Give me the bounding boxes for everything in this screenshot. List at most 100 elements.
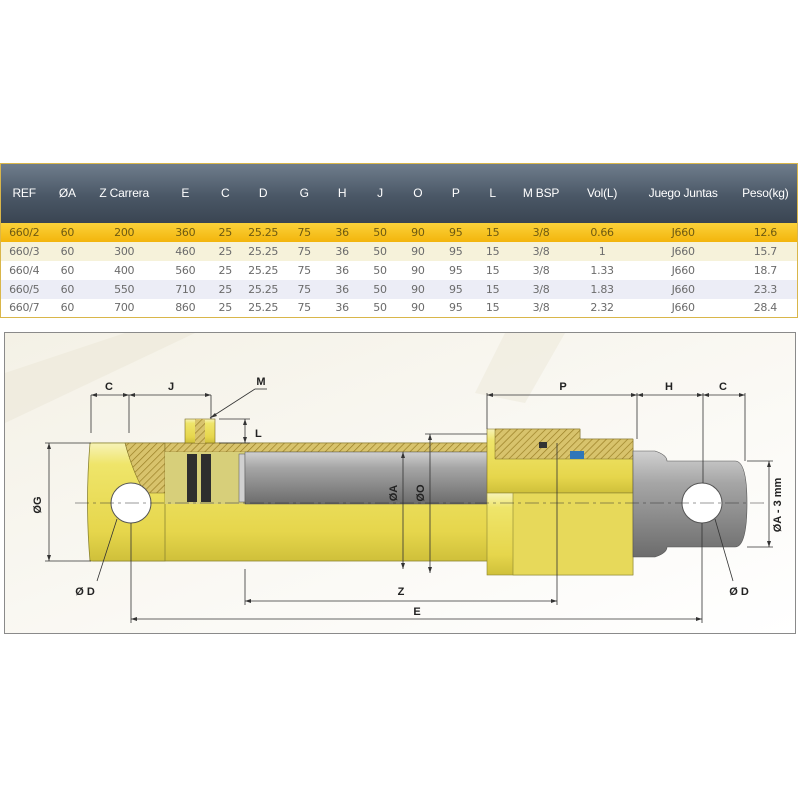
table-cell: 50 <box>373 282 387 296</box>
table-cell: 75 <box>297 244 311 258</box>
column-header: Z Carrera <box>99 186 149 201</box>
gland-shoulder <box>512 492 634 576</box>
table-cell: 15 <box>485 301 500 315</box>
table-cell: 18.7 <box>753 263 778 277</box>
table-cell: 60 <box>60 263 75 277</box>
label-z: Z <box>398 586 405 598</box>
table-cell: 60 <box>60 225 75 239</box>
label-h: H <box>665 381 673 393</box>
column-header: Vol(L) <box>587 186 618 201</box>
table-cell: 36 <box>335 301 349 315</box>
table-cell: 50 <box>373 244 387 258</box>
table-cell: 60 <box>60 301 75 315</box>
table-cell: 23.3 <box>753 282 778 296</box>
table-cell: 15 <box>485 244 500 258</box>
piston-rod-inner <box>244 451 496 505</box>
table-cell: 700 <box>114 301 135 315</box>
table-cell: 1 <box>598 244 606 258</box>
label-a-minus: ØA - 3 mm <box>772 477 784 532</box>
column-header: ØA <box>58 186 76 201</box>
column-header: C <box>221 186 230 201</box>
label-o: ØO <box>415 484 427 502</box>
table-cell: 25 <box>218 263 233 277</box>
label-c-left: C <box>105 381 113 393</box>
table-cell: 25.25 <box>248 263 279 277</box>
table-cell: J660 <box>671 225 695 239</box>
table-cell: 15 <box>485 282 500 296</box>
table-cell: 95 <box>449 244 463 258</box>
column-header: D <box>258 186 268 201</box>
label-d-left: Ø D <box>75 586 95 598</box>
label-e: E <box>413 606 420 618</box>
column-header: G <box>299 186 309 201</box>
table-cell: 300 <box>114 244 135 258</box>
table-cell: J660 <box>671 282 695 296</box>
table-cell: 36 <box>335 244 349 258</box>
table-cell: 25 <box>218 244 233 258</box>
table-cell: 60 <box>60 244 75 258</box>
table-cell: J660 <box>671 301 695 315</box>
label-p: P <box>559 381 566 393</box>
table-cell: 25.25 <box>248 282 279 296</box>
dimension-labels: C J M L P H C ØG ØA ØO ØA - 3 mm Ø D Ø D… <box>32 376 784 618</box>
table-cell: 3/8 <box>532 282 550 296</box>
label-c-right: C <box>719 381 727 393</box>
table-cell: 1.33 <box>590 263 614 277</box>
table-cell: 710 <box>175 282 196 296</box>
table-cell: 3/8 <box>532 263 550 277</box>
port-thread <box>195 419 205 443</box>
table-cell: 660/3 <box>9 244 40 258</box>
gland-section <box>494 428 634 460</box>
table-cell: 660/7 <box>9 301 40 315</box>
label-m: M <box>256 376 265 388</box>
table-cell: 95 <box>449 301 463 315</box>
table-cell: 75 <box>297 282 311 296</box>
column-header: H <box>337 186 347 201</box>
table-cell: 660/4 <box>9 263 40 277</box>
table-cell: 28.4 <box>753 301 778 315</box>
table-cell: 560 <box>175 263 196 277</box>
piston-seal <box>187 454 197 502</box>
tube-wall-section <box>164 442 496 453</box>
cylinder-drawing-panel: C J M L P H C ØG ØA ØO ØA - 3 mm Ø D Ø D… <box>4 332 796 634</box>
table-cell: 75 <box>297 225 311 239</box>
cylinder-drawing: C J M L P H C ØG ØA ØO ØA - 3 mm Ø D Ø D… <box>5 333 795 633</box>
table-cell: 50 <box>373 263 387 277</box>
column-header: REF <box>12 186 36 201</box>
label-g: ØG <box>32 496 44 513</box>
piston-ring <box>238 453 246 503</box>
table-cell: 2.32 <box>590 301 614 315</box>
label-l: L <box>255 428 262 440</box>
table-cell: 50 <box>373 301 387 315</box>
table-cell: 200 <box>114 225 135 239</box>
table-cell: 3/8 <box>532 244 550 258</box>
table-cell: 95 <box>449 225 463 239</box>
column-header: Juego Juntas <box>648 186 718 201</box>
table-cell: 75 <box>297 263 311 277</box>
background-shape <box>475 333 565 403</box>
table-cell: 860 <box>175 301 196 315</box>
table-cell: 90 <box>411 301 425 315</box>
column-header: M BSP <box>522 186 560 201</box>
table-cell: 25 <box>218 301 233 315</box>
rod-seal <box>570 451 584 459</box>
table-cell: 25 <box>218 225 233 239</box>
column-header: L <box>489 186 496 201</box>
column-header: Peso(kg) <box>742 186 789 201</box>
table-cell: 15 <box>485 263 500 277</box>
background-shape <box>5 333 195 423</box>
table-cell: 36 <box>335 263 349 277</box>
label-j: J <box>168 381 174 393</box>
o-ring <box>539 442 547 448</box>
table-cell: 12.6 <box>753 225 778 239</box>
column-header: O <box>413 186 423 201</box>
table-cell: 95 <box>449 282 463 296</box>
